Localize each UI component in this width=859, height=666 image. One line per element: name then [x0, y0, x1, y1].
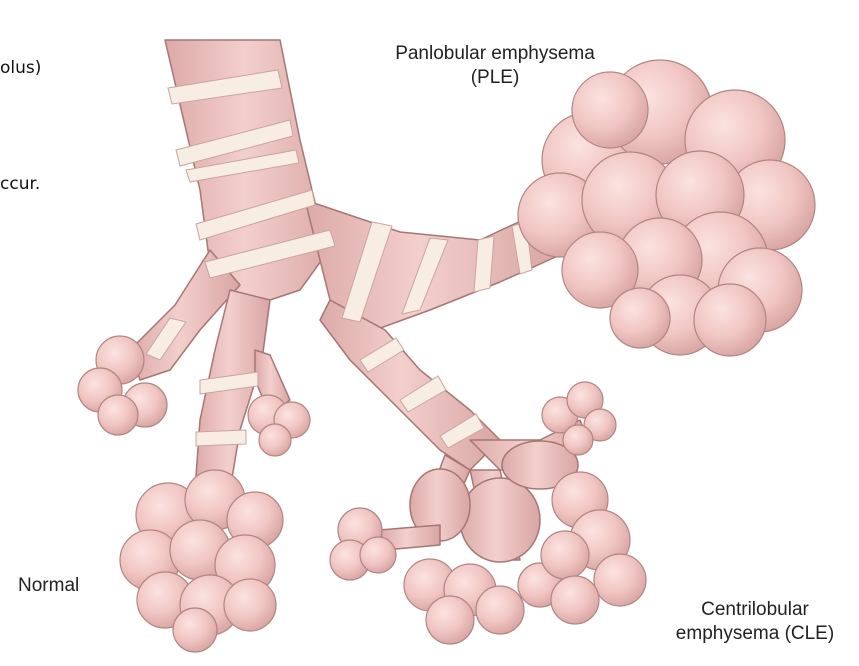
- cle-label: Centrilobular emphysema (CLE): [660, 598, 850, 646]
- cle-label-line-1: Centrilobular: [660, 598, 850, 622]
- cle-dilated-sac-1: [460, 478, 540, 562]
- ple-label-line-2: (PLE): [340, 66, 650, 90]
- normal-alveolar-cluster: [120, 470, 283, 652]
- ple-label: Panlobular emphysema (PLE): [340, 42, 650, 90]
- branch-to-cle: [320, 300, 500, 470]
- ple-alveolar-cluster: [518, 60, 815, 356]
- normal-label: Normal: [18, 574, 79, 598]
- ring: [196, 430, 246, 446]
- middle-alveolar-cluster: [248, 395, 310, 456]
- cle-label-line-2: emphysema (CLE): [660, 622, 850, 646]
- ple-label-line-1: Panlobular emphysema: [340, 42, 650, 66]
